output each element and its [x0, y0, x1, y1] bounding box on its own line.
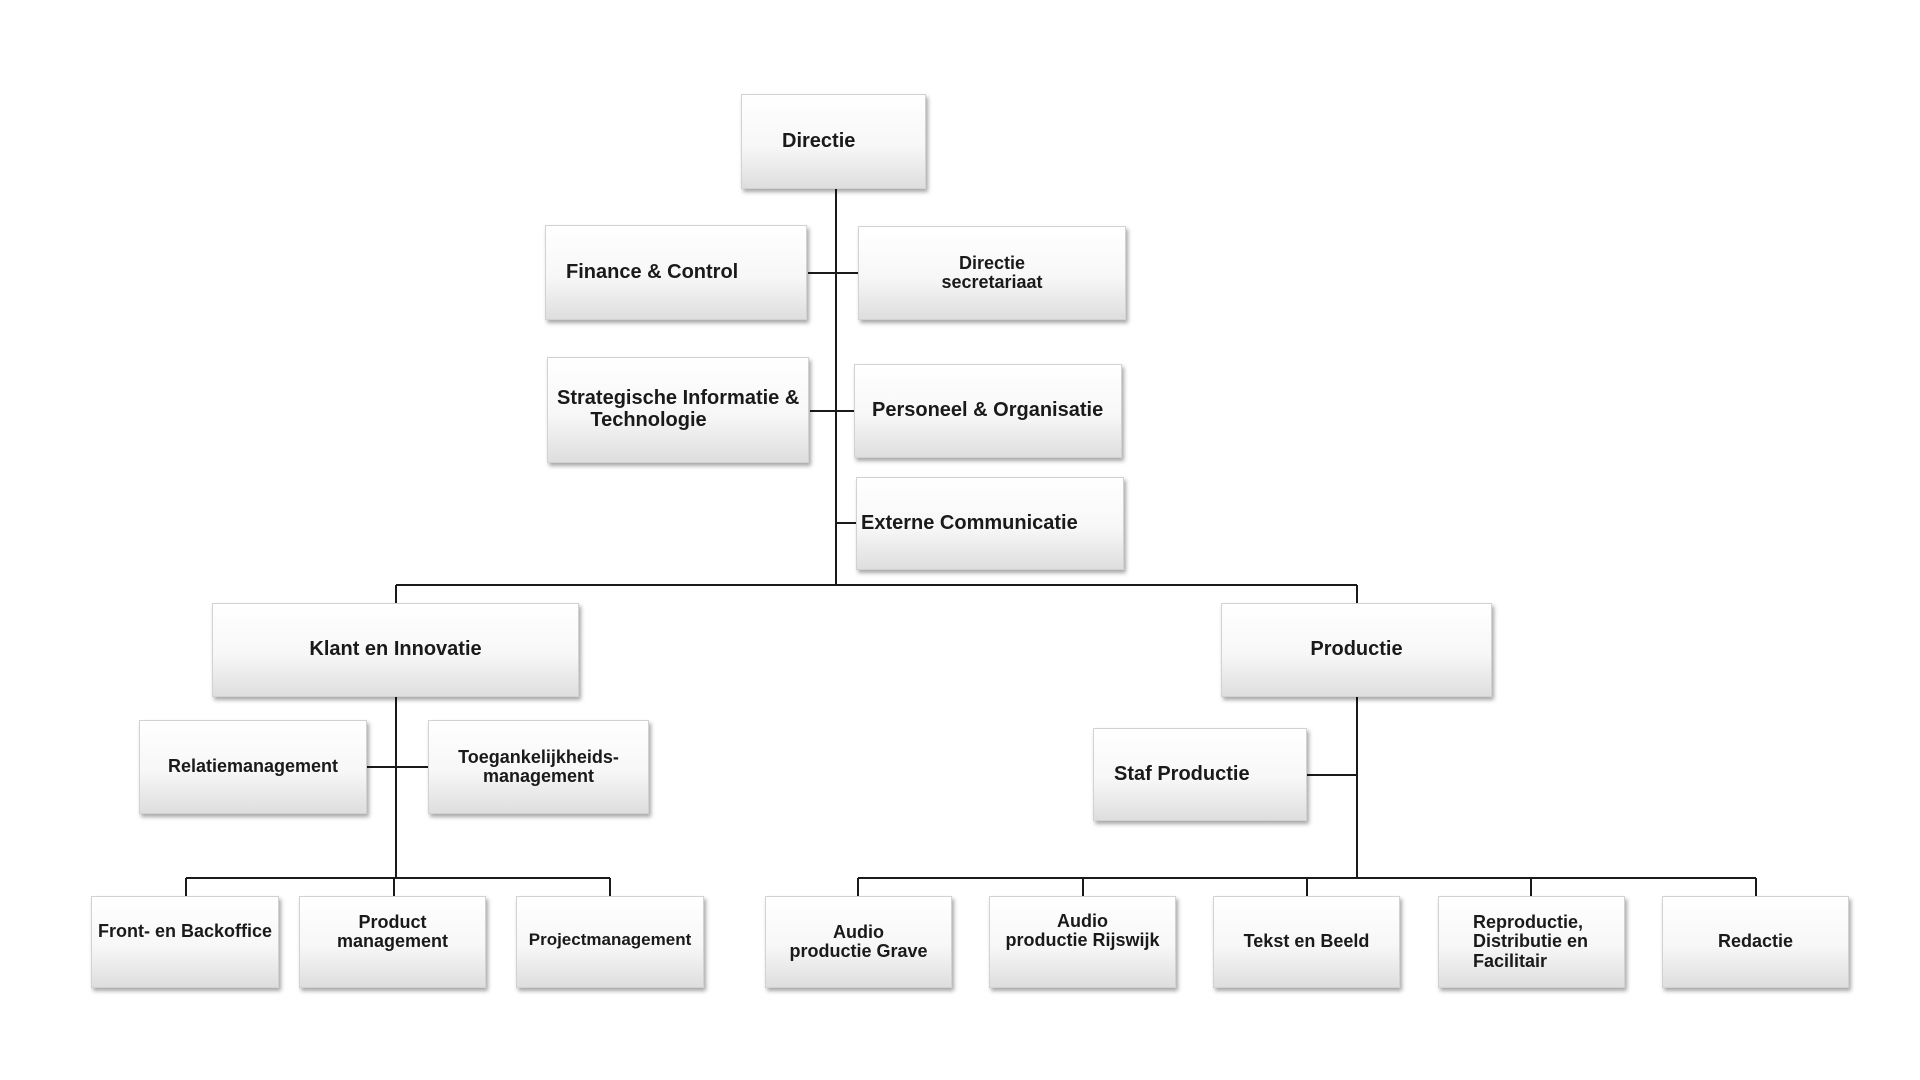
box-finance-control: Finance & Control: [545, 225, 807, 320]
box-tekst-en-beeld: Tekst en Beeld: [1213, 896, 1400, 988]
box-productie: Productie: [1221, 603, 1492, 697]
label-directie: Directie: [782, 129, 856, 152]
box-product-management: Product management: [299, 896, 486, 988]
box-directie-secretariaat: Directie secretariaat: [858, 226, 1126, 320]
label-reproductie-distributie-facilitair: Reproductie, Distributie en Facilitair: [1473, 911, 1589, 971]
label-toegankelijkheidsmanagement: Toegankelijkheids- management: [458, 746, 619, 786]
label-personeel-organisatie: Personeel & Organisatie: [872, 399, 1104, 422]
box-staf-productie: Staf Productie: [1093, 728, 1307, 821]
box-audio-productie-grave: Audio productie Grave: [765, 896, 952, 988]
label-tekst-en-beeld: Tekst en Beeld: [1243, 931, 1370, 952]
box-projectmanagement: Projectmanagement: [516, 896, 704, 988]
label-front-en-backoffice: Front- en Backoffice: [98, 921, 273, 942]
box-strategische-informatie: Strategische Informatie & Technologie: [547, 357, 809, 463]
label-audio-productie-grave: Audio productie Grave: [789, 921, 928, 961]
box-redactie: Redactie: [1662, 896, 1849, 988]
label-klant-en-innovatie: Klant en Innovatie: [309, 638, 482, 661]
label-audio-productie-rijswijk: Audio productie Rijswijk: [1005, 910, 1160, 950]
label-productie: Productie: [1310, 638, 1403, 661]
label-finance-control: Finance & Control: [566, 260, 739, 283]
box-audio-productie-rijswijk: Audio productie Rijswijk: [989, 896, 1176, 988]
box-front-en-backoffice: Front- en Backoffice: [91, 896, 279, 988]
label-strategische-informatie: Strategische Informatie & Technologie: [557, 387, 800, 431]
label-projectmanagement: Projectmanagement: [528, 929, 692, 949]
label-staf-productie: Staf Productie: [1114, 762, 1250, 785]
box-reproductie-distributie-facilitair: Reproductie, Distributie en Facilitair: [1438, 896, 1625, 988]
box-toegankelijkheidsmanagement: Toegankelijkheids- management: [428, 720, 649, 814]
box-externe-communicatie: Externe Communicatie: [856, 477, 1124, 570]
label-relatiemanagement: Relatiemanagement: [167, 756, 339, 777]
label-directie-secretariaat: Directie secretariaat: [941, 252, 1043, 292]
label-redactie: Redactie: [1717, 931, 1794, 952]
label-product-management: Product management: [336, 911, 449, 951]
box-personeel-organisatie: Personeel & Organisatie: [854, 364, 1122, 458]
box-relatiemanagement: Relatiemanagement: [139, 720, 367, 814]
box-directie: Directie: [741, 94, 926, 189]
label-externe-communicatie: Externe Communicatie: [861, 511, 1078, 534]
box-klant-en-innovatie: Klant en Innovatie: [212, 603, 579, 697]
